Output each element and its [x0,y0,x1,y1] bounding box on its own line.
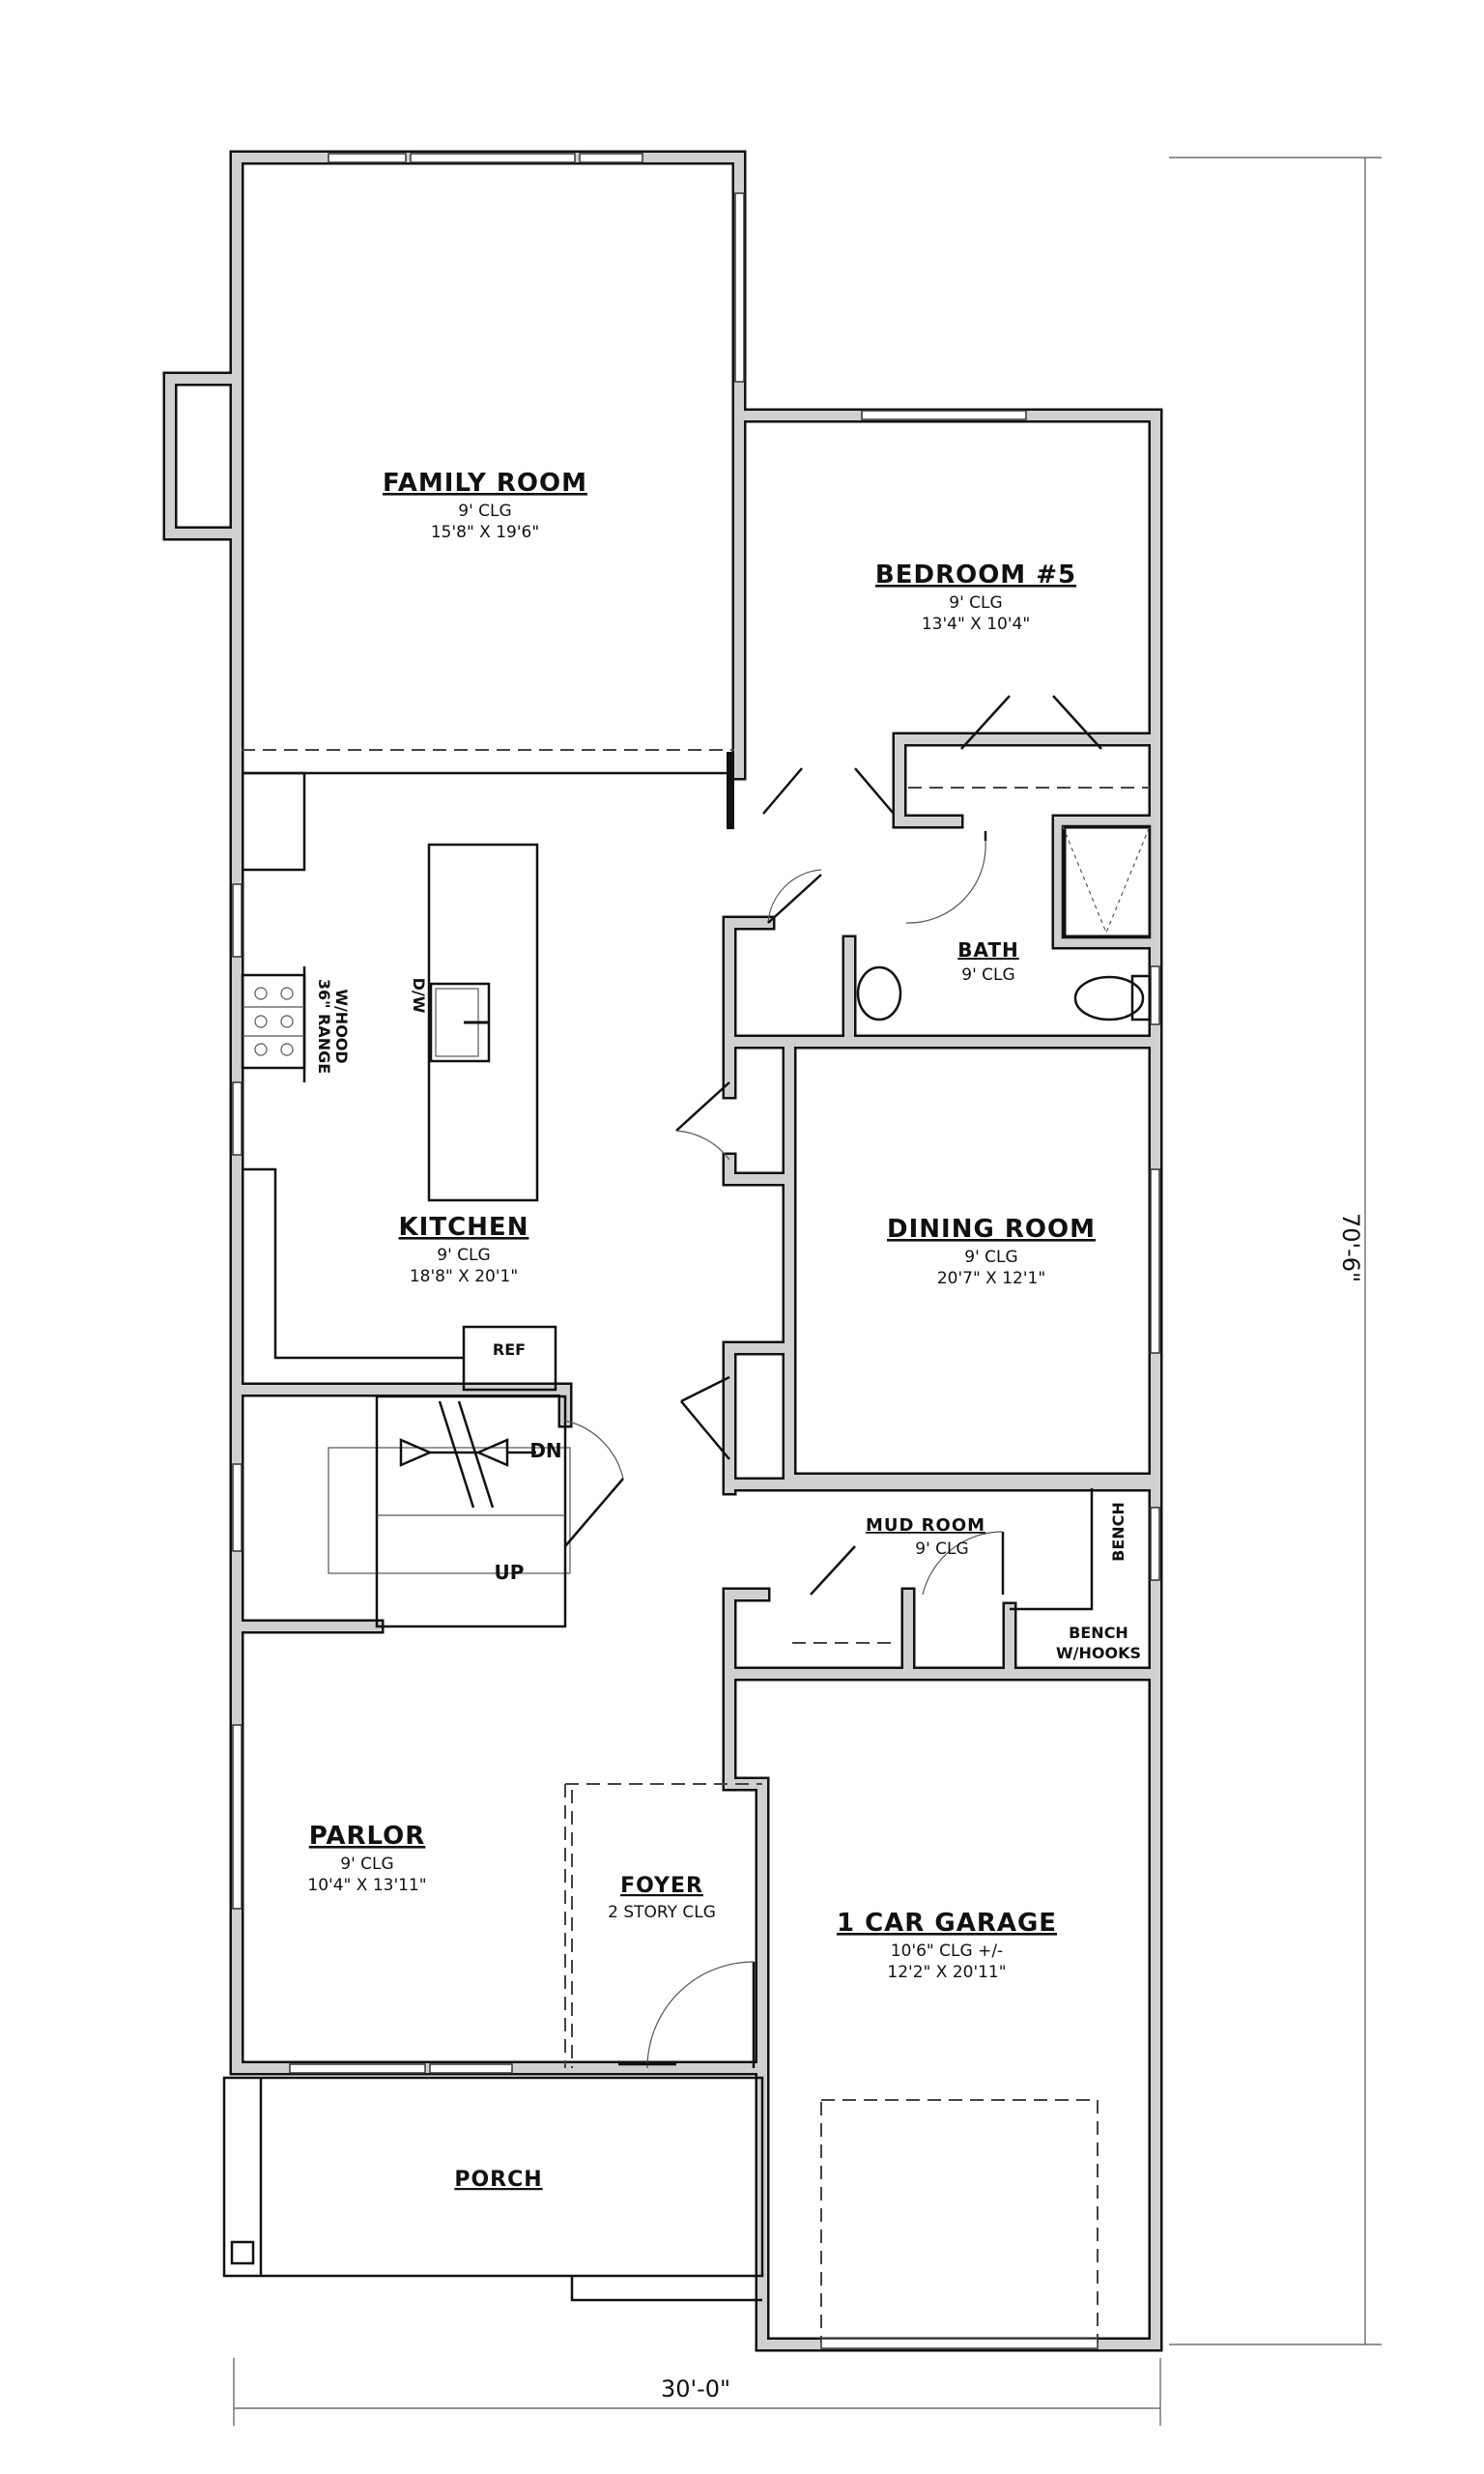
range-label: 36" RANGE [315,979,333,1074]
room-family: FAMILY ROOM 9' CLG 15'8" X 19'6" [383,469,587,542]
depth-dimension: 70'-6" [1337,1213,1364,1282]
window [232,1463,243,1552]
dimension-depth: 70'-6" [1169,157,1382,2345]
range-label-2: W/HOOD [332,989,351,1063]
window [1150,965,1160,1025]
room-name: FOYER [620,1874,703,1898]
stairs-up-label: UP [495,1561,525,1584]
garage-door-opener [820,2099,1099,2343]
room-ceiling: 9' CLG [949,593,1002,613]
window [429,2063,513,2074]
window [232,1724,243,1910]
staircase[interactable] [328,1395,571,1628]
room-size: 10'4" X 13'11" [307,1876,426,1895]
doors[interactable] [564,695,1102,2069]
window [232,883,243,958]
room-size: 18'8" X 20'1" [410,1267,518,1286]
room-bedroom5: BEDROOM #5 9' CLG 13'4" X 10'4" [875,561,1076,634]
room-ceiling: 10'6" CLG +/- [891,1942,1003,1961]
room-parlor: PARLOR 9' CLG 10'4" X 13'11" [307,1822,426,1895]
room-name: PORCH [454,2168,542,2192]
dishwasher-label: D/W [410,978,428,1014]
room-ceiling: 9' CLG [437,1246,490,1265]
room-bath: BATH 9' CLG [957,938,1019,985]
room-name: BATH [957,938,1019,962]
room-dining: DINING ROOM 9' CLG 20'7" X 12'1" [887,1215,1096,1288]
bench [1010,1488,1094,1611]
room-size: 20'7" X 12'1" [937,1269,1045,1288]
room-foyer: FOYER 2 STORY CLG [608,1874,716,1922]
window [579,153,643,163]
room-ceiling: 9' CLG [915,1539,968,1559]
room-name: FAMILY ROOM [383,469,587,498]
room-name: DINING ROOM [887,1215,1096,1244]
room-ceiling: 9' CLG [964,1248,1017,1267]
room-name: KITCHEN [399,1213,529,1242]
window [734,192,745,383]
garage-door[interactable] [820,2338,1099,2349]
porch-outline [222,2076,764,2302]
bath-sink [856,965,902,1021]
room-ceiling: 2 STORY CLG [608,1903,716,1922]
island-sink [429,982,491,1063]
room-name: BEDROOM #5 [875,561,1076,590]
window [1150,1507,1160,1581]
room-mud: MUD ROOM 9' CLG [866,1515,985,1559]
toilet-icon [1073,974,1152,1021]
window [410,153,576,163]
bench-label: BENCH [1109,1502,1127,1562]
window [861,410,1027,420]
window [232,1081,243,1156]
window [1150,1168,1160,1354]
ref-label: REF [493,1340,526,1359]
bench-hooks-label: BENCH [1069,1624,1128,1642]
foyer-opening [564,1783,762,2068]
room-size: 12'2" X 20'11" [887,1963,1006,1982]
pocket-door[interactable] [727,752,734,829]
refrigerator [462,1325,557,1392]
kitchen-island [427,843,539,1202]
bench-hooks-label-2: W/HOOKS [1056,1644,1141,1662]
room-size: 13'4" X 10'4" [922,615,1030,634]
range-icon [241,973,306,1070]
window [289,2063,426,2074]
room-porch: PORCH [454,2168,542,2192]
room-ceiling: 9' CLG [458,502,511,521]
room-garage: 1 CAR GARAGE 10'6" CLG +/- 12'2" X 20'11… [837,1909,1057,1982]
room-name: PARLOR [309,1822,426,1851]
room-kitchen: KITCHEN 9' CLG 18'8" X 20'1" [399,1213,529,1286]
room-name: MUD ROOM [866,1515,985,1536]
width-dimension: 30'-0" [661,2375,730,2402]
room-size: 15'8" X 19'6" [431,523,539,542]
room-ceiling: 9' CLG [340,1855,393,1874]
shower [1061,824,1152,939]
room-ceiling: 9' CLG [961,965,1014,985]
room-name: 1 CAR GARAGE [837,1909,1057,1938]
dimension-width: 30'-0" [233,2358,1161,2426]
window [328,153,407,163]
stairs-down-label: DN [529,1439,561,1462]
windows [232,153,1160,2074]
